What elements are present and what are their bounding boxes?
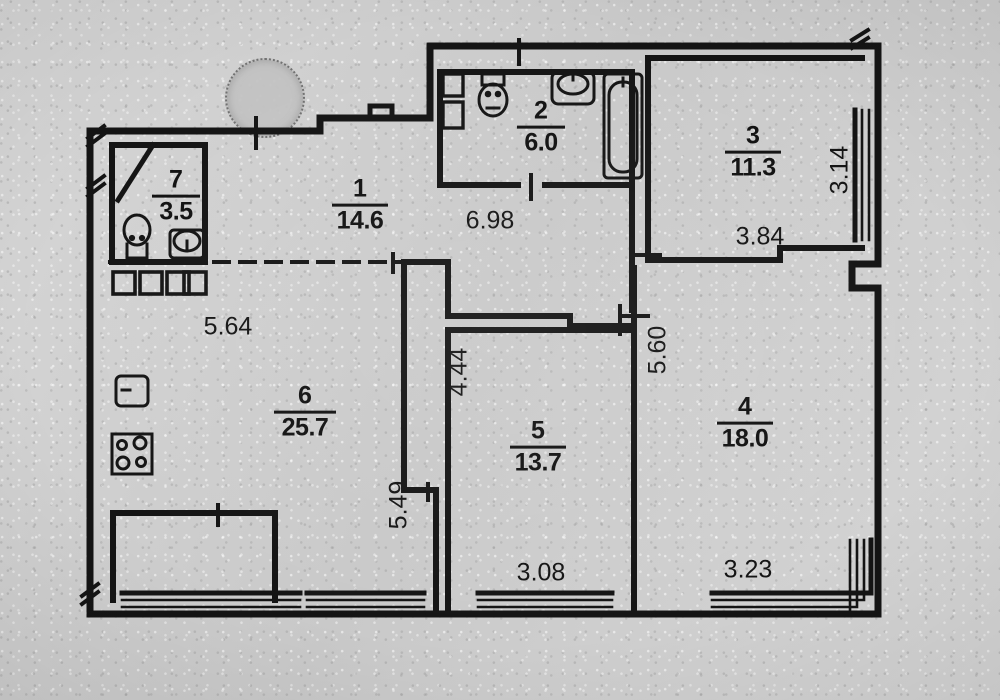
room-area: 18.0 [721, 424, 769, 453]
label-rule [517, 125, 565, 129]
label-rule [332, 203, 388, 207]
room-number: 4 [738, 392, 752, 421]
room-number: 6 [298, 381, 312, 410]
window-bottom-left [119, 590, 303, 616]
room-area: 13.7 [514, 448, 562, 477]
sink-icon-room-7 [168, 228, 206, 260]
room-area: 25.7 [281, 413, 329, 442]
window-bottom-right [709, 537, 874, 616]
dimension-3-14: 3.14 [825, 145, 854, 195]
room-label-5: 5 13.7 [510, 416, 566, 477]
room-number: 2 [534, 96, 548, 125]
room-area: 6.0 [524, 128, 558, 157]
window-right-upper [852, 107, 878, 243]
toilet-icon-room-7 [122, 213, 152, 260]
room-label-1: 1 14.6 [332, 174, 388, 235]
dimension-tick-marks [79, 27, 871, 607]
round-stamp-icon [225, 58, 305, 138]
room-number: 1 [353, 174, 367, 203]
utility-boxes-row [111, 270, 208, 296]
dimension-5-60: 5.60 [643, 325, 672, 375]
bathtub-icon-room-2 [602, 72, 644, 180]
room-area: 14.6 [336, 206, 384, 235]
label-rule [725, 150, 781, 154]
room-area: 11.3 [730, 153, 776, 182]
toilet-icon-room-2 [477, 72, 509, 118]
label-rule [274, 410, 336, 414]
window-bottom-mid [475, 590, 615, 616]
dimension-3-08: 3.08 [516, 558, 566, 587]
room-label-7: 7 3.5 [152, 165, 200, 226]
room-area: 3.5 [159, 197, 193, 226]
room-label-4: 4 18.0 [717, 392, 773, 453]
dimension-3-23: 3.23 [723, 555, 773, 584]
window-bottom-left-2 [304, 590, 427, 616]
dimension-4-44: 4.44 [444, 347, 473, 397]
stove-icon [110, 432, 154, 476]
room-label-6: 6 25.7 [274, 381, 336, 442]
room-label-3: 3 11.3 [725, 121, 781, 182]
ventilation-shaft-boxes [441, 72, 465, 130]
label-rule [717, 421, 773, 425]
label-rule [152, 194, 200, 198]
room-label-2: 2 6.0 [517, 96, 565, 157]
room-number: 7 [169, 165, 183, 194]
room-number: 3 [746, 121, 760, 150]
room-number: 5 [531, 416, 545, 445]
dimension-5-49: 5.49 [384, 480, 413, 530]
kitchen-sink-icon [114, 374, 150, 408]
dimension-5-64: 5.64 [203, 312, 253, 341]
label-rule [510, 445, 566, 449]
dimension-6-98: 6.98 [465, 206, 515, 235]
dimension-3-84: 3.84 [735, 222, 785, 251]
entrance-door [367, 103, 395, 121]
sink-icon-room-2 [550, 70, 596, 106]
interior-walls [109, 55, 865, 617]
